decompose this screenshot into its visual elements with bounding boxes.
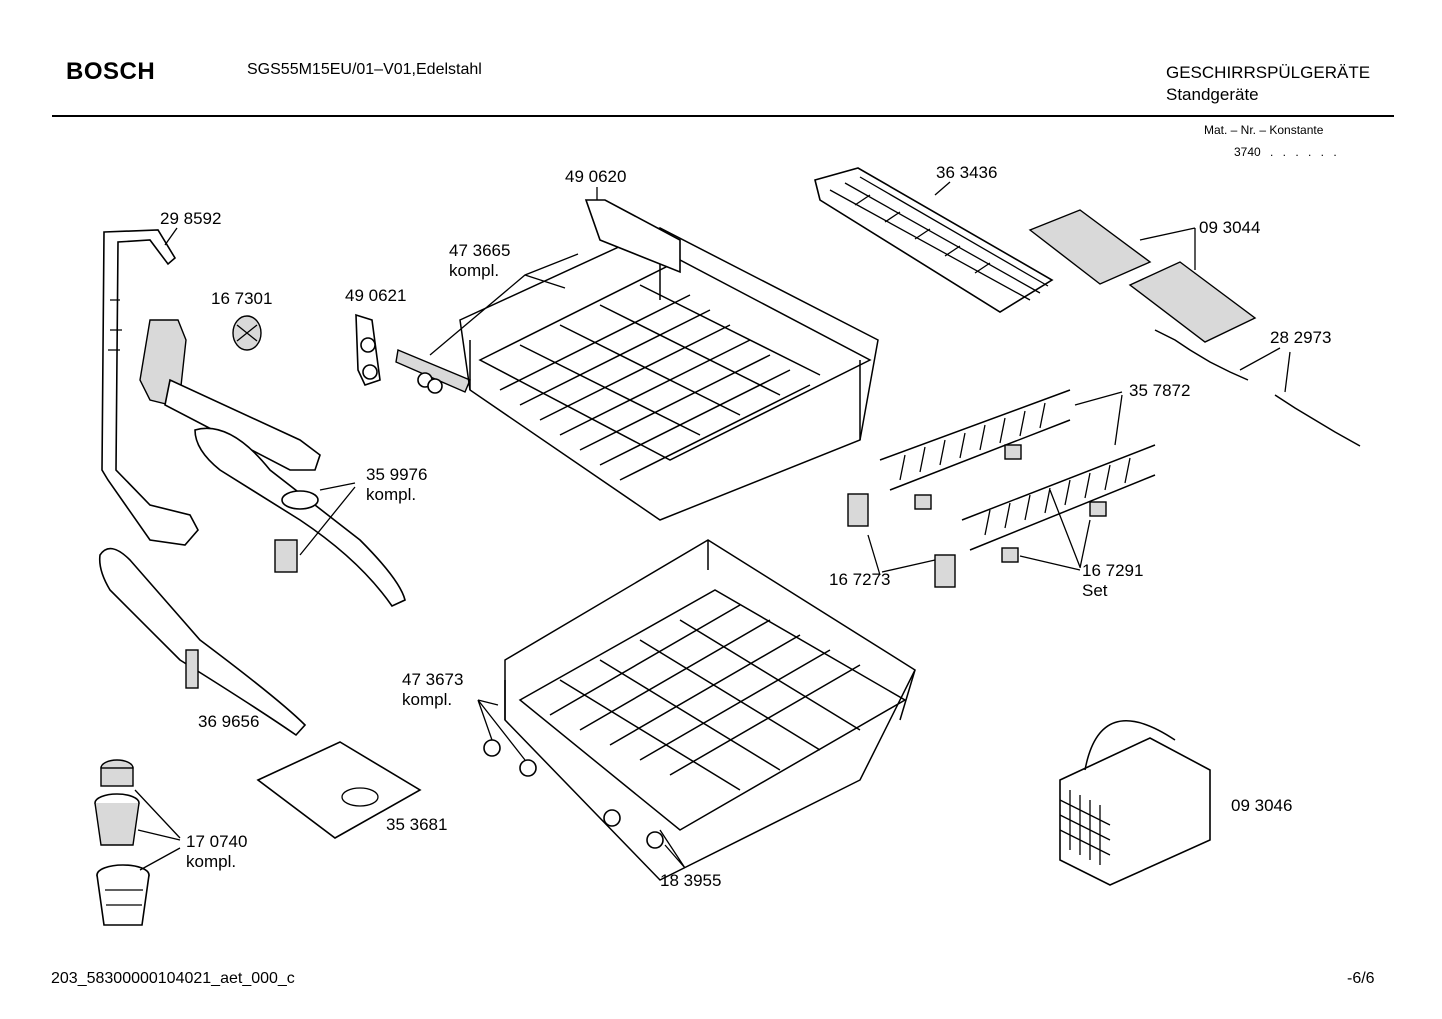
- part-label-369656: 36 9656: [198, 712, 260, 731]
- document-id: 203_58300000104021_aet_000_c: [51, 970, 295, 987]
- spike-row-drawing: [879, 389, 1156, 551]
- cutlery-basket-drawing: [1059, 720, 1211, 886]
- material-number-label: Mat. – Nr. – Konstante: [1204, 123, 1324, 137]
- middle-spray-arm-drawing: [194, 427, 406, 608]
- part-label-353681: 35 3681: [386, 815, 448, 834]
- part-label-490621: 49 0621: [345, 286, 407, 305]
- material-number-dots: . . . . . .: [1270, 145, 1340, 159]
- brand-logo: BOSCH: [66, 58, 156, 85]
- part-label-282973: 28 2973: [1270, 328, 1332, 347]
- tine-strip-drawing: [1154, 329, 1361, 447]
- subcategory-title: Standgeräte: [1166, 85, 1259, 104]
- part-label-167273: 16 7273: [829, 570, 891, 589]
- part-label-363436: 36 3436: [936, 163, 998, 182]
- material-number-value: 3740: [1234, 145, 1261, 159]
- clips-drawing: [847, 444, 1107, 588]
- category-title: GESCHIRRSPÜLGERÄTE: [1166, 63, 1371, 82]
- part-label-093044: 09 3044: [1199, 218, 1261, 237]
- supply-pipe-drawing: [101, 229, 199, 546]
- part-label-490620: 49 0620: [565, 167, 627, 186]
- upper-basket-drawing: [459, 199, 879, 521]
- lower-basket-drawing: [483, 539, 916, 881]
- model-title: SGS55M15EU/01–V01,Edelstahl: [247, 61, 482, 78]
- lower-spray-arm-drawing: [98, 547, 307, 737]
- filter-plate-drawing: [256, 741, 422, 839]
- page-number: -6/6: [1347, 970, 1375, 987]
- part-label-298592: 29 8592: [160, 209, 222, 228]
- part-label-093046: 09 3046: [1231, 796, 1293, 815]
- header-divider: [52, 115, 1394, 117]
- small-filter-drawing: [232, 315, 262, 351]
- rail-bracket-drawing: [355, 313, 471, 394]
- leader-lines: [134, 181, 1291, 871]
- upper-spray-arm-drawing: [139, 319, 321, 471]
- cutlery-tray-drawing: [814, 167, 1054, 313]
- cup-rack-drawing: [1028, 209, 1257, 343]
- part-label-357872: 35 7872: [1129, 381, 1191, 400]
- filter-set-drawing: [94, 759, 150, 926]
- part-label-183955: 18 3955: [660, 871, 722, 890]
- part-label-167301: 16 7301: [211, 289, 273, 308]
